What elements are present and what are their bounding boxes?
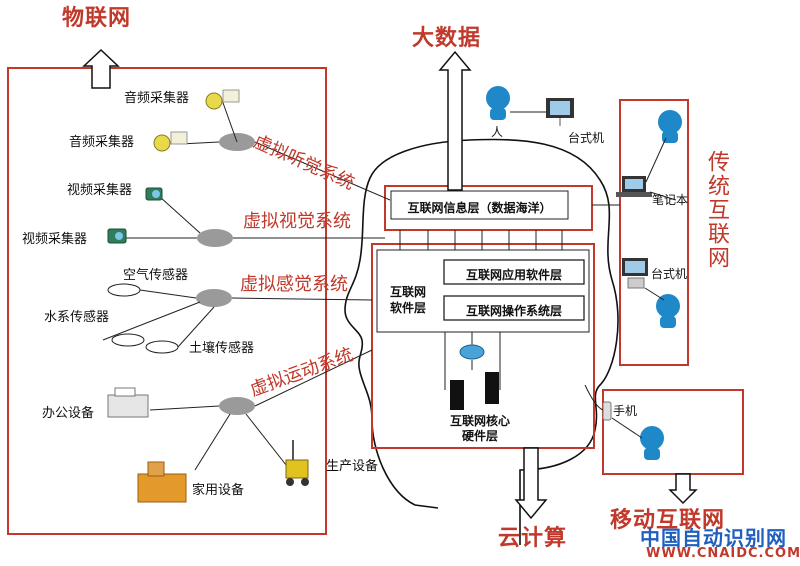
laptop-label: 笔记本 — [652, 193, 689, 207]
mobile-internet-title: 移动互联网 — [610, 508, 726, 533]
soil-sensor-label: 土壤传感器 — [189, 341, 255, 356]
link-head-mobile — [584, 384, 604, 411]
printer-icon — [107, 387, 149, 418]
desktop-label-2: 台式机 — [651, 267, 688, 281]
iot-title: 物联网 — [62, 6, 132, 31]
info-layer-frame — [384, 185, 593, 231]
os-layer-label: 互联网操作系统层 — [465, 304, 562, 318]
iot-lines — [102, 99, 391, 471]
server-icon — [450, 372, 499, 410]
hub-vision — [197, 229, 233, 247]
home-appliance-label: 家用设备 — [192, 483, 245, 498]
person-icon — [486, 86, 510, 120]
air-sensor-oval — [107, 283, 141, 297]
forklift-icon — [285, 440, 309, 486]
water-sensor-oval — [111, 333, 145, 347]
water-sensor-label: 水系传感器 — [44, 310, 110, 325]
arrow-bigdata-up — [438, 50, 472, 191]
hub-sensory — [196, 289, 232, 307]
audio-collector-label-2: 音频采集器 — [69, 135, 135, 150]
audio-collector-icon-2 — [153, 131, 188, 152]
core-frame — [371, 243, 595, 449]
app-layer-label: 互联网应用软件层 — [465, 268, 562, 282]
layer-connectors — [399, 230, 563, 390]
traditional-internet-frame — [619, 99, 689, 366]
link-laptop-right — [649, 191, 677, 201]
audio-collector-label-1: 音频采集器 — [124, 91, 190, 106]
production-equipment-label: 生产设备 — [326, 459, 379, 474]
person-icon-2 — [658, 110, 682, 143]
video-collector-icon-2 — [107, 228, 127, 244]
video-collector-label-2: 视频采集器 — [22, 232, 88, 247]
traditional-internet-title: 传统互联网 — [704, 150, 729, 270]
watermark-brand: 中国自动识别网 — [640, 526, 787, 550]
phone-label: 手机 — [613, 404, 638, 418]
person-icon-4 — [640, 426, 664, 460]
audio-collector-icon — [205, 89, 240, 110]
arrow-cloud-down — [514, 447, 548, 520]
phone-icon — [602, 401, 612, 421]
head-silhouette — [344, 138, 619, 545]
info-layer-label: 互联网信息层（数据海洋） — [407, 201, 552, 215]
mobile-internet-frame — [602, 389, 744, 475]
arrow-mobile-down — [668, 473, 698, 505]
os-layer-box — [443, 295, 585, 321]
hub-motion — [219, 397, 255, 415]
laptop-icon — [616, 176, 652, 197]
desktop-label-1: 台式机 — [568, 131, 605, 145]
core-hardware-label: 互联网核心 硬件层 — [449, 414, 510, 443]
soil-sensor-oval — [145, 340, 179, 354]
air-sensor-label: 空气传感器 — [123, 268, 189, 283]
person-label: 人 — [491, 125, 504, 139]
cloud-computing-title: 云计算 — [498, 526, 568, 551]
home-appliance-icon — [137, 461, 187, 503]
desktop-icon-2 — [622, 258, 648, 289]
watermark-url: WWW.CNAIDC.COM — [646, 546, 800, 561]
person-icon-3 — [656, 294, 680, 328]
info-layer-inner — [390, 190, 569, 220]
big-data-title: 大数据 — [412, 26, 482, 51]
virtual-vision-label: 虚拟视觉系统 — [243, 211, 351, 232]
software-layer-label: 互联网 软件层 — [389, 285, 426, 315]
link-phone-person — [611, 417, 643, 439]
link-laptop-person — [645, 137, 667, 183]
desktop-icon — [546, 98, 574, 126]
video-collector-label-1: 视频采集器 — [67, 183, 133, 198]
arrow-iot-up — [82, 48, 120, 89]
router-icon — [459, 344, 485, 360]
iot-frame — [7, 67, 327, 535]
video-collector-icon — [145, 187, 163, 201]
office-equipment-label: 办公设备 — [42, 406, 95, 421]
app-layer-box — [443, 259, 585, 285]
link-desktop-person — [644, 287, 665, 301]
virtual-sensory-label: 虚拟感觉系统 — [240, 274, 348, 295]
